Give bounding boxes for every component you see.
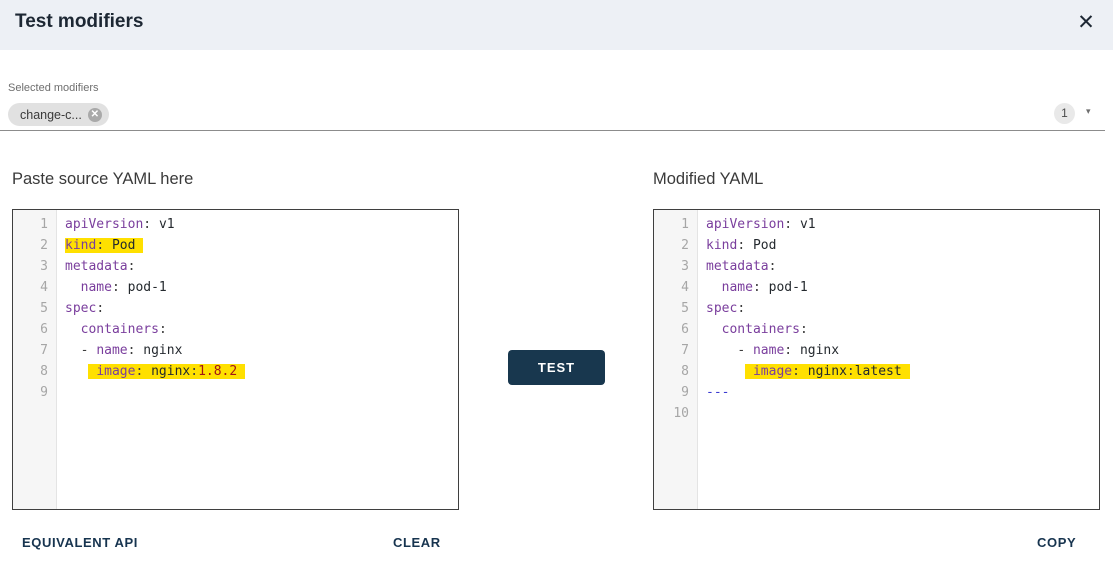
code-text: image: nginx:1.8.2	[57, 361, 246, 382]
code-line: 8 image: nginx:1.8.2	[13, 361, 458, 382]
code-line: 2 kind: Pod	[13, 235, 458, 256]
line-number: 1	[40, 217, 48, 232]
line-number: 7	[681, 343, 689, 358]
line-number: 2	[40, 238, 48, 253]
code-line: 1 apiVersion: v1	[654, 214, 1099, 235]
test-button[interactable]: TEST	[508, 350, 605, 385]
equivalent-api-button[interactable]: EQUIVALENT API	[22, 535, 139, 550]
code-text: metadata:	[706, 259, 777, 274]
line-number: 4	[681, 280, 689, 295]
line-number: 2	[681, 238, 689, 253]
line-number: 9	[681, 385, 689, 400]
code-text: image: nginx:latest	[698, 361, 910, 382]
code-line: 7 - name: nginx	[654, 340, 1099, 361]
modifier-chip[interactable]: change-c... ✕	[8, 103, 109, 126]
code-line: 6 containers:	[654, 319, 1099, 340]
code-line: 3 metadata:	[13, 256, 458, 277]
line-number: 3	[681, 259, 689, 274]
modified-code-lines: 1 apiVersion: v1 2 kind: Pod 3 metadata: 4 nam…	[654, 210, 1099, 424]
code-line: 2 kind: Pod	[654, 235, 1099, 256]
line-number: 8	[40, 364, 48, 379]
code-text: ---	[706, 385, 730, 400]
line-number: 8	[681, 364, 689, 379]
chevron-down-icon[interactable]: ▾	[1086, 106, 1091, 116]
code-text: name: pod-1	[80, 280, 167, 295]
line-number-gutter	[654, 210, 698, 509]
chip-remove-icon[interactable]: ✕	[87, 107, 102, 122]
dialog-header: Test modifiers ✕	[0, 0, 1113, 50]
code-text	[57, 382, 65, 403]
code-text: kind: Pod	[57, 235, 144, 256]
source-yaml-heading: Paste source YAML here	[12, 170, 194, 188]
code-line: 6 containers:	[13, 319, 458, 340]
line-number: 10	[673, 406, 689, 421]
code-text: - name: nginx	[737, 343, 840, 358]
line-number-gutter	[13, 210, 57, 509]
close-icon[interactable]: ✕	[1077, 11, 1095, 34]
code-line: 3 metadata:	[654, 256, 1099, 277]
dialog-title: Test modifiers	[15, 11, 144, 32]
modifier-count-badge: 1	[1054, 103, 1075, 124]
code-line: 5 spec:	[654, 298, 1099, 319]
line-number: 4	[40, 280, 48, 295]
modified-yaml-heading: Modified YAML	[653, 170, 764, 188]
source-yaml-editor[interactable]: 1 apiVersion: v1 2 kind: Pod 3 metadata: 4 na…	[12, 209, 459, 510]
line-number: 3	[40, 259, 48, 274]
code-line: 9	[13, 382, 458, 403]
code-line: 10	[654, 403, 1099, 424]
code-text: containers:	[721, 322, 808, 337]
code-line: 1 apiVersion: v1	[13, 214, 458, 235]
code-text: apiVersion: v1	[65, 217, 175, 232]
line-number: 6	[40, 322, 48, 337]
modified-yaml-editor[interactable]: 1 apiVersion: v1 2 kind: Pod 3 metadata: 4 nam…	[653, 209, 1100, 510]
code-text: kind: Pod	[706, 238, 777, 253]
code-line: 4 name: pod-1	[13, 277, 458, 298]
code-line: 9 ---	[654, 382, 1099, 403]
code-line: 5 spec:	[13, 298, 458, 319]
copy-button[interactable]: COPY	[1037, 535, 1077, 550]
line-number: 5	[681, 301, 689, 316]
modifier-chip-label: change-c...	[20, 107, 82, 122]
code-line: 7 - name: nginx	[13, 340, 458, 361]
code-text: apiVersion: v1	[706, 217, 816, 232]
code-line: 4 name: pod-1	[654, 277, 1099, 298]
line-number: 1	[681, 217, 689, 232]
code-text: spec:	[65, 301, 105, 316]
code-text	[698, 403, 706, 424]
code-line: 8 image: nginx:latest	[654, 361, 1099, 382]
line-number: 7	[40, 343, 48, 358]
code-text: containers:	[80, 322, 167, 337]
code-text: - name: nginx	[80, 343, 183, 358]
code-text: metadata:	[65, 259, 136, 274]
modifiers-field-underline	[0, 130, 1105, 131]
code-text: spec:	[706, 301, 746, 316]
selected-modifiers-label: Selected modifiers	[8, 82, 99, 94]
code-text: name: pod-1	[721, 280, 808, 295]
clear-button[interactable]: CLEAR	[393, 535, 441, 550]
line-number: 6	[681, 322, 689, 337]
source-code-lines: 1 apiVersion: v1 2 kind: Pod 3 metadata: 4 na…	[13, 210, 458, 403]
line-number: 9	[40, 385, 48, 400]
line-number: 5	[40, 301, 48, 316]
